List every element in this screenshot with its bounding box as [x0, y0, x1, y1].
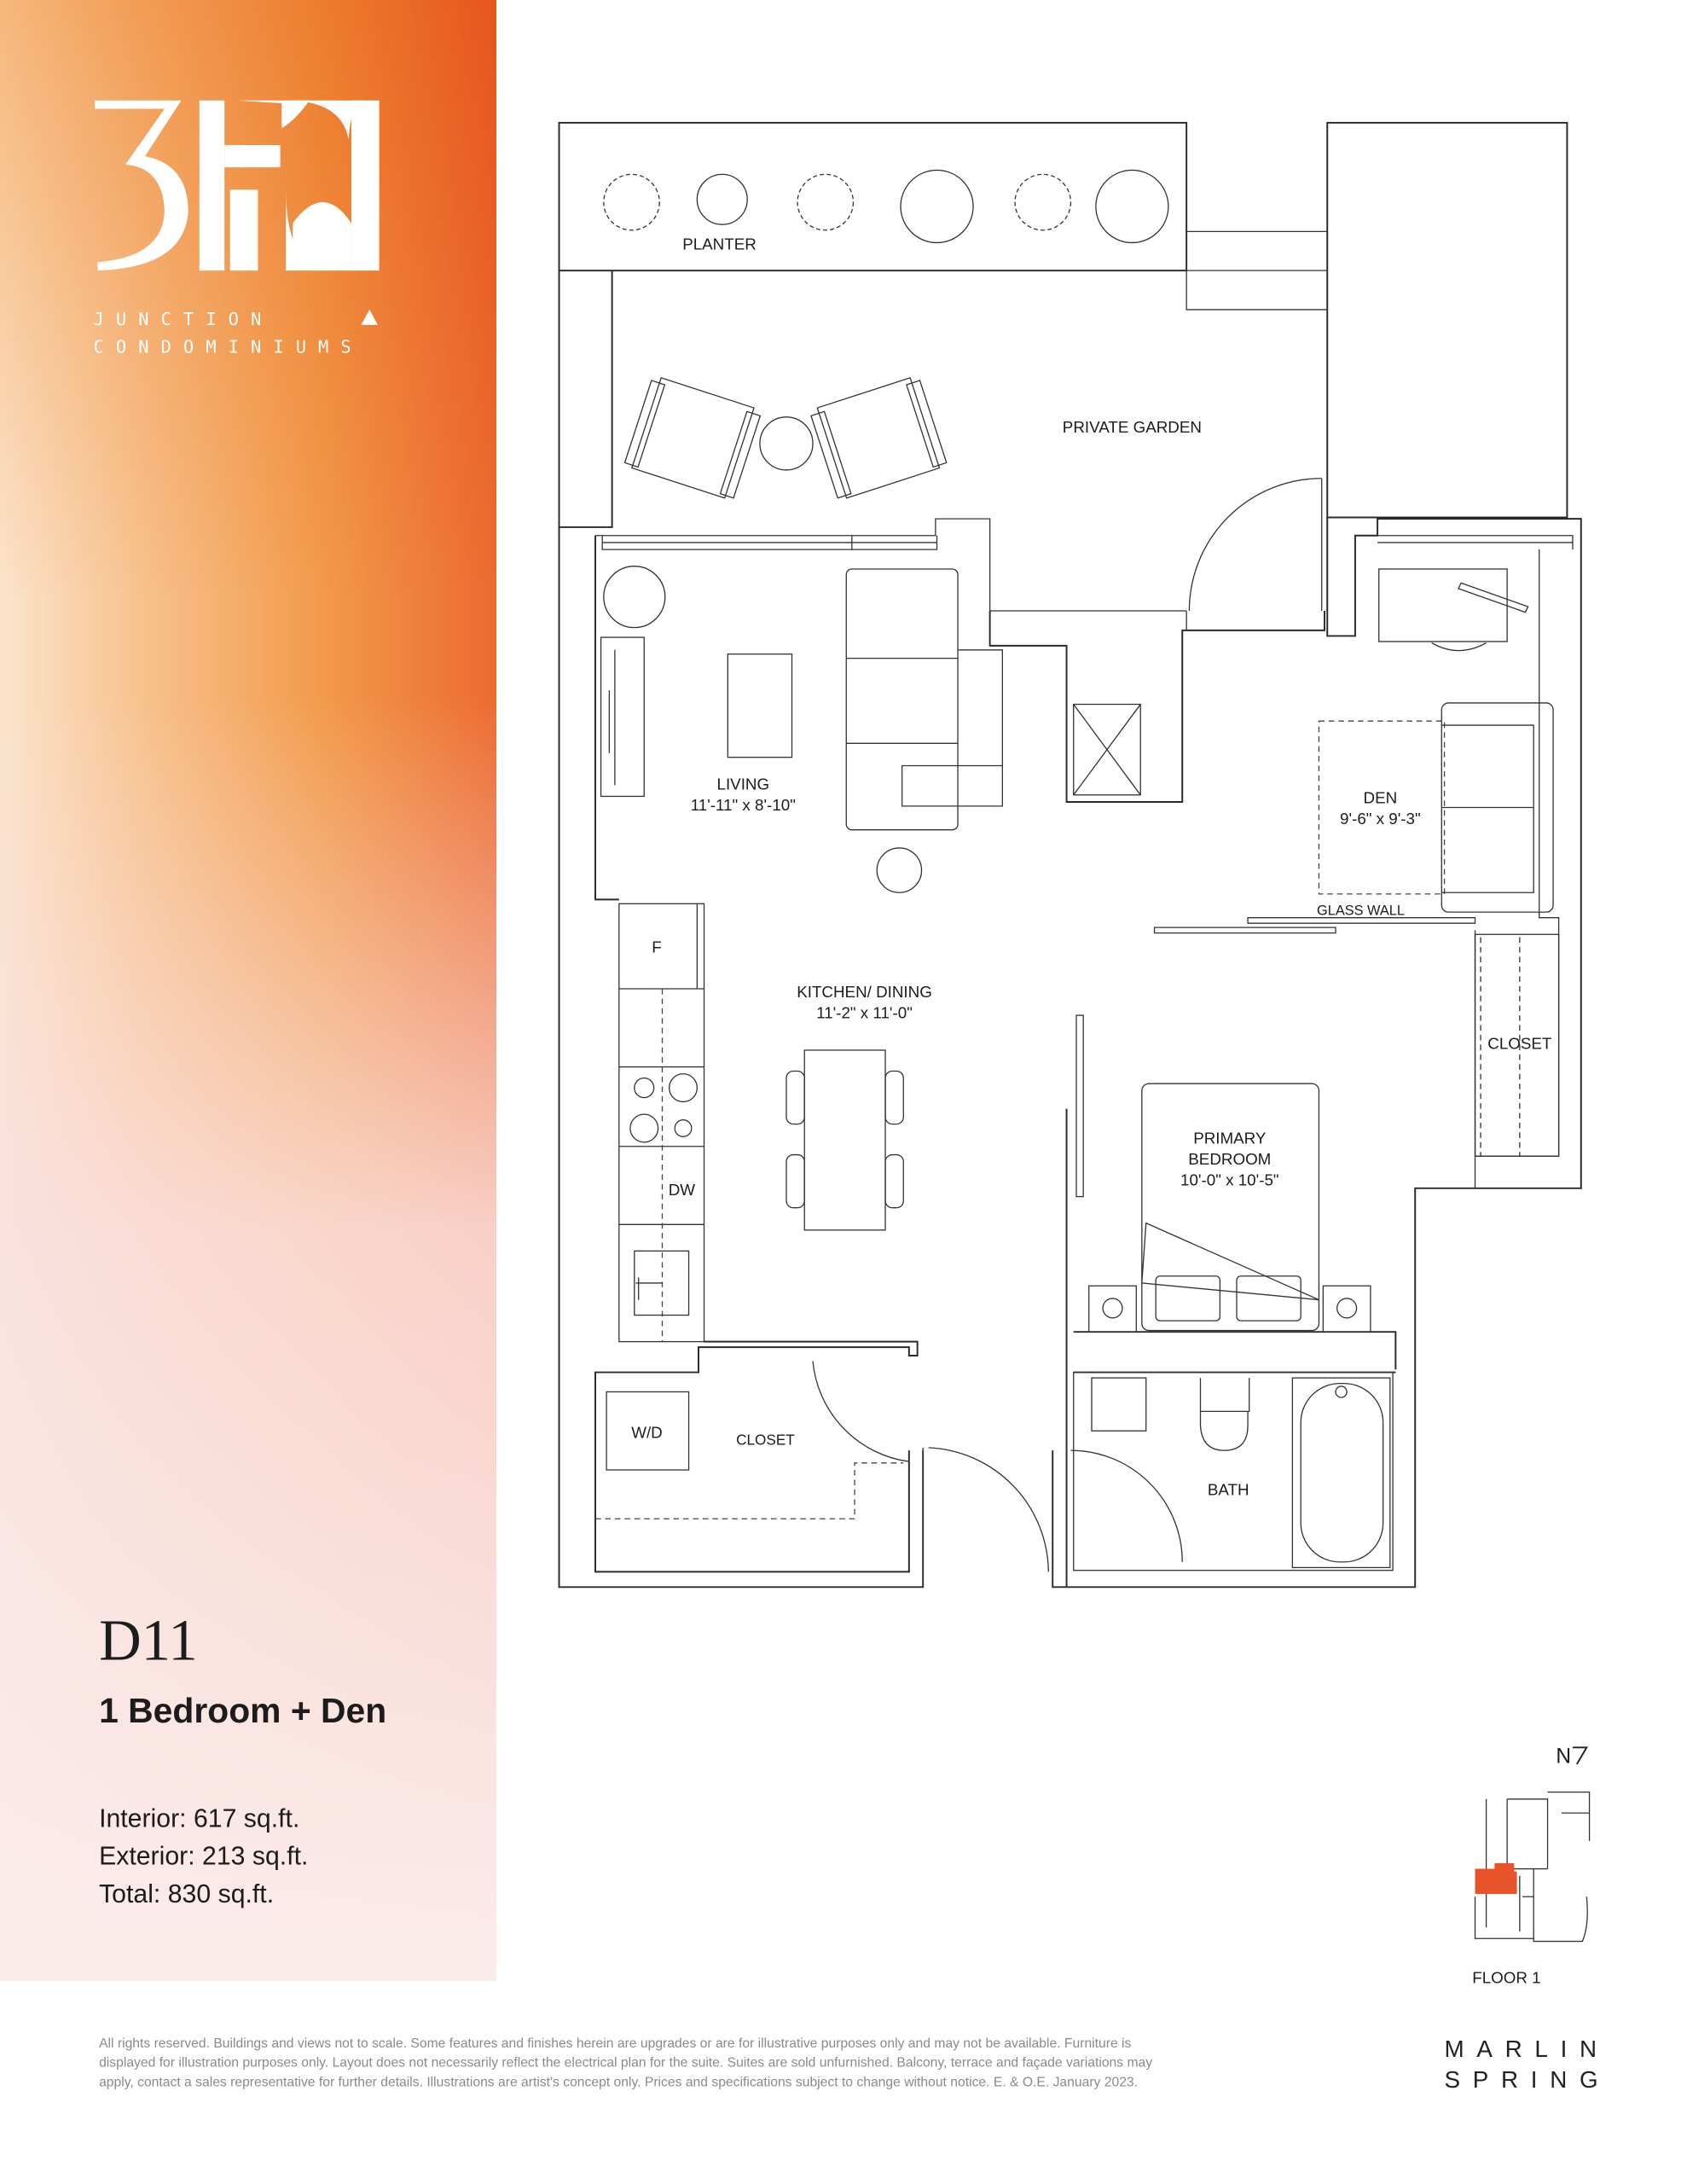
label-bedroom-2: BEDROOM — [1188, 1150, 1271, 1168]
unit-code: D11 — [99, 1607, 198, 1672]
label-glass-wall: GLASS WALL — [1317, 903, 1405, 918]
label-fridge: F — [652, 938, 661, 956]
label-private-garden: PRIVATE GARDEN — [1063, 418, 1202, 436]
label-dishwasher: DW — [669, 1181, 696, 1199]
planter-plants — [603, 169, 1169, 244]
label-laundry-closet: CLOSET — [736, 1432, 795, 1449]
label-bedroom-closet: CLOSET — [1487, 1034, 1552, 1052]
interior-area: Interior: 617 sq.ft. — [99, 1804, 299, 1833]
label-bath: BATH — [1208, 1480, 1249, 1498]
label-washer-dryer: W/D — [631, 1423, 663, 1441]
unit-type: 1 Bedroom + Den — [99, 1691, 386, 1730]
total-area: Total: 830 sq.ft. — [99, 1880, 274, 1908]
label-bedroom-size: 10'-0" x 10'-5" — [1180, 1171, 1279, 1189]
north-arrow-icon — [1572, 1746, 1589, 1765]
logo-316 — [95, 100, 380, 271]
disclaimer-line-3: apply, contact a sales representative fo… — [99, 2076, 1138, 2090]
north-label: N — [1556, 1745, 1571, 1768]
brand-spring: SPRING — [1445, 2066, 1611, 2093]
floor-label: FLOOR 1 — [1472, 1969, 1540, 1987]
disclaimer-line-2: displayed for illustration purposes only… — [99, 2056, 1152, 2071]
logo-line-junction: JUNCTION — [94, 309, 274, 329]
label-living-size: 11'-11" x 8'-10" — [691, 796, 796, 814]
logo-line-condominiums: CONDOMINIUMS — [94, 337, 363, 357]
label-kitchen-size: 11'-2" x 11'-0" — [816, 1003, 913, 1021]
label-bedroom-1: PRIMARY — [1193, 1129, 1267, 1147]
label-planter: PLANTER — [682, 235, 757, 253]
key-plan: N FLOOR 1 — [1472, 1745, 1591, 1987]
logo-triangle-icon — [361, 309, 379, 325]
gradient-side-panel — [0, 0, 496, 1981]
adjacent-terrace — [1326, 121, 1568, 519]
exterior-area: Exterior: 213 sq.ft. — [99, 1843, 308, 1871]
label-kitchen: KITCHEN/ DINING — [797, 983, 932, 1001]
planter-box — [558, 121, 1188, 272]
label-den-size: 9'-6" x 9'-3" — [1340, 810, 1421, 828]
label-living: LIVING — [717, 775, 770, 793]
key-plan-unit-highlight — [1475, 1862, 1517, 1894]
label-den: DEN — [1364, 789, 1398, 807]
disclaimer-line-1: All rights reserved. Buildings and views… — [99, 2036, 1131, 2051]
floor-plan — [558, 121, 1582, 1589]
brand-marlin: MARLIN — [1445, 2036, 1609, 2062]
